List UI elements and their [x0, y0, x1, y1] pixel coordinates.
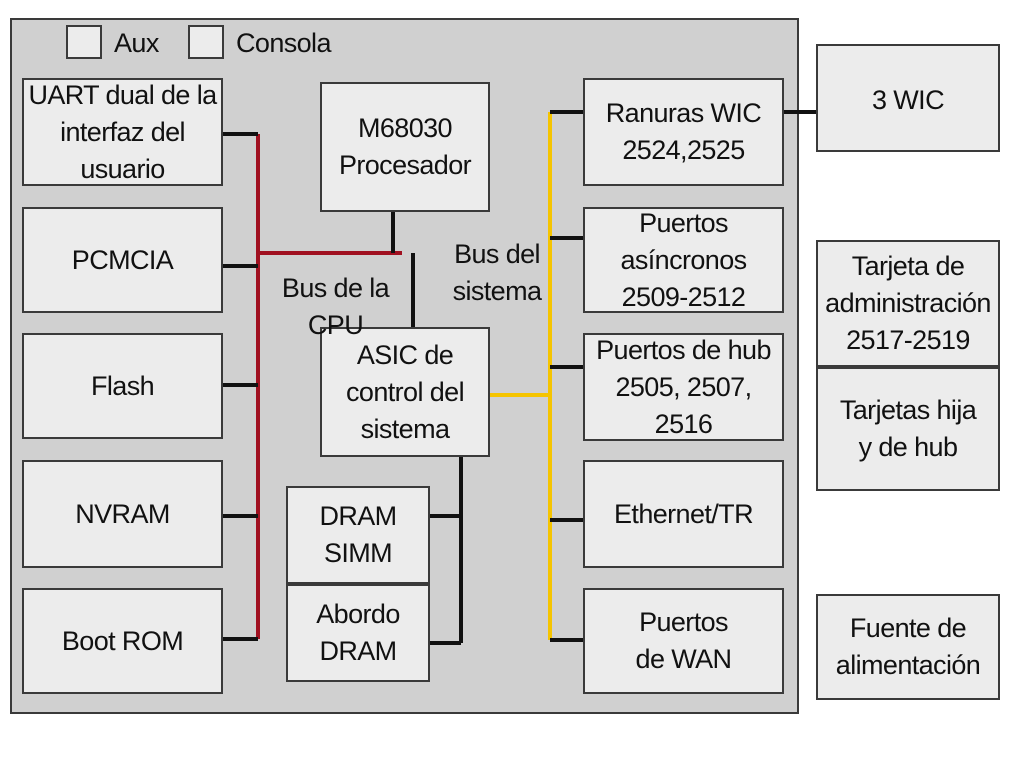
console-port-icon [188, 25, 224, 59]
power-supply-block: Fuente de alimentación [816, 594, 1000, 700]
asic-block: ASIC de control del sistema [320, 327, 490, 457]
system-bus-label: Bus del sistema [452, 239, 542, 306]
nvram-block: NVRAM [22, 460, 223, 568]
wan-ports-block: Puertos de WAN [583, 588, 784, 694]
cpu-bus-label: Bus de la CPU [281, 273, 390, 340]
dram-simm-block: DRAM SIMM [286, 486, 430, 584]
wic-slots-block: Ranuras WIC 2524,2525 [583, 78, 784, 186]
aux-port-icon [66, 25, 102, 59]
ethernet-tr-block: Ethernet/TR [583, 460, 784, 568]
management-card-block: Tarjeta de administración 2517-2519 [816, 240, 1000, 367]
onboard-dram-block: Abordo DRAM [286, 584, 430, 682]
console-port-label: Consola [236, 28, 331, 58]
aux-port-label: Aux [114, 28, 159, 58]
pcmcia-block: PCMCIA [22, 207, 223, 313]
hub-ports-block: Puertos de hub 2505, 2507, 2516 [583, 333, 784, 441]
daughter-hub-cards-block: Tarjetas hija y de hub [816, 367, 1000, 491]
flash-block: Flash [22, 333, 223, 439]
wic-external-block: 3 WIC [816, 44, 1000, 152]
uart-block: UART dual de la interfaz del usuario [22, 78, 223, 186]
processor-block: M68030 Procesador [320, 82, 490, 212]
boot-rom-block: Boot ROM [22, 588, 223, 694]
async-ports-block: Puertos asíncronos 2509-2512 [583, 207, 784, 313]
